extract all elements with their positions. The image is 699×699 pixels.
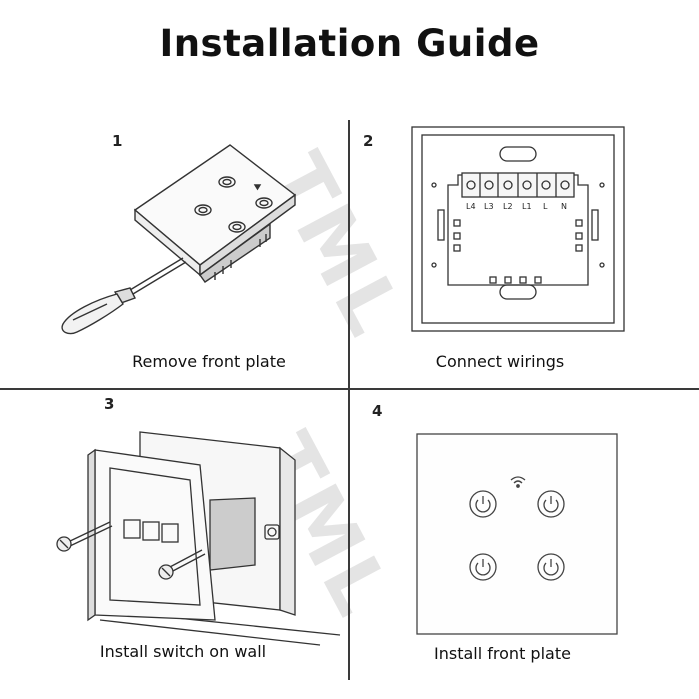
step-4-caption: Install front plate <box>434 644 571 663</box>
install-front-plate-illustration <box>416 433 618 635</box>
step-1-caption: Remove front plate <box>132 352 286 371</box>
horizontal-divider <box>0 388 699 390</box>
step-1-number: 1 <box>112 132 123 150</box>
step-3-caption: Install switch on wall <box>99 642 267 661</box>
step-2-number: 2 <box>363 132 374 150</box>
power-button-icon <box>469 490 497 518</box>
page-title: Installation Guide <box>159 22 540 65</box>
power-button-icon <box>469 553 497 581</box>
terminal-label-l: L <box>543 202 548 211</box>
power-button-icon <box>537 553 565 581</box>
power-button-icon <box>537 490 565 518</box>
install-switch-on-wall-illustration <box>56 431 341 646</box>
step-2-caption: Connect wirings <box>435 352 565 371</box>
terminal-label-n: N <box>561 202 567 211</box>
terminal-label-l2: L2 <box>503 202 513 211</box>
terminal-label-l1: L1 <box>522 202 532 211</box>
step-3-number: 3 <box>104 395 115 413</box>
terminal-label-l4: L4 <box>466 202 476 211</box>
vertical-divider <box>348 120 350 680</box>
step-4-number: 4 <box>372 402 383 420</box>
terminal-label-l3: L3 <box>484 202 494 211</box>
connect-wirings-illustration: L4 L3 L2 L1 L N <box>411 126 625 332</box>
remove-front-plate-illustration <box>61 144 297 335</box>
